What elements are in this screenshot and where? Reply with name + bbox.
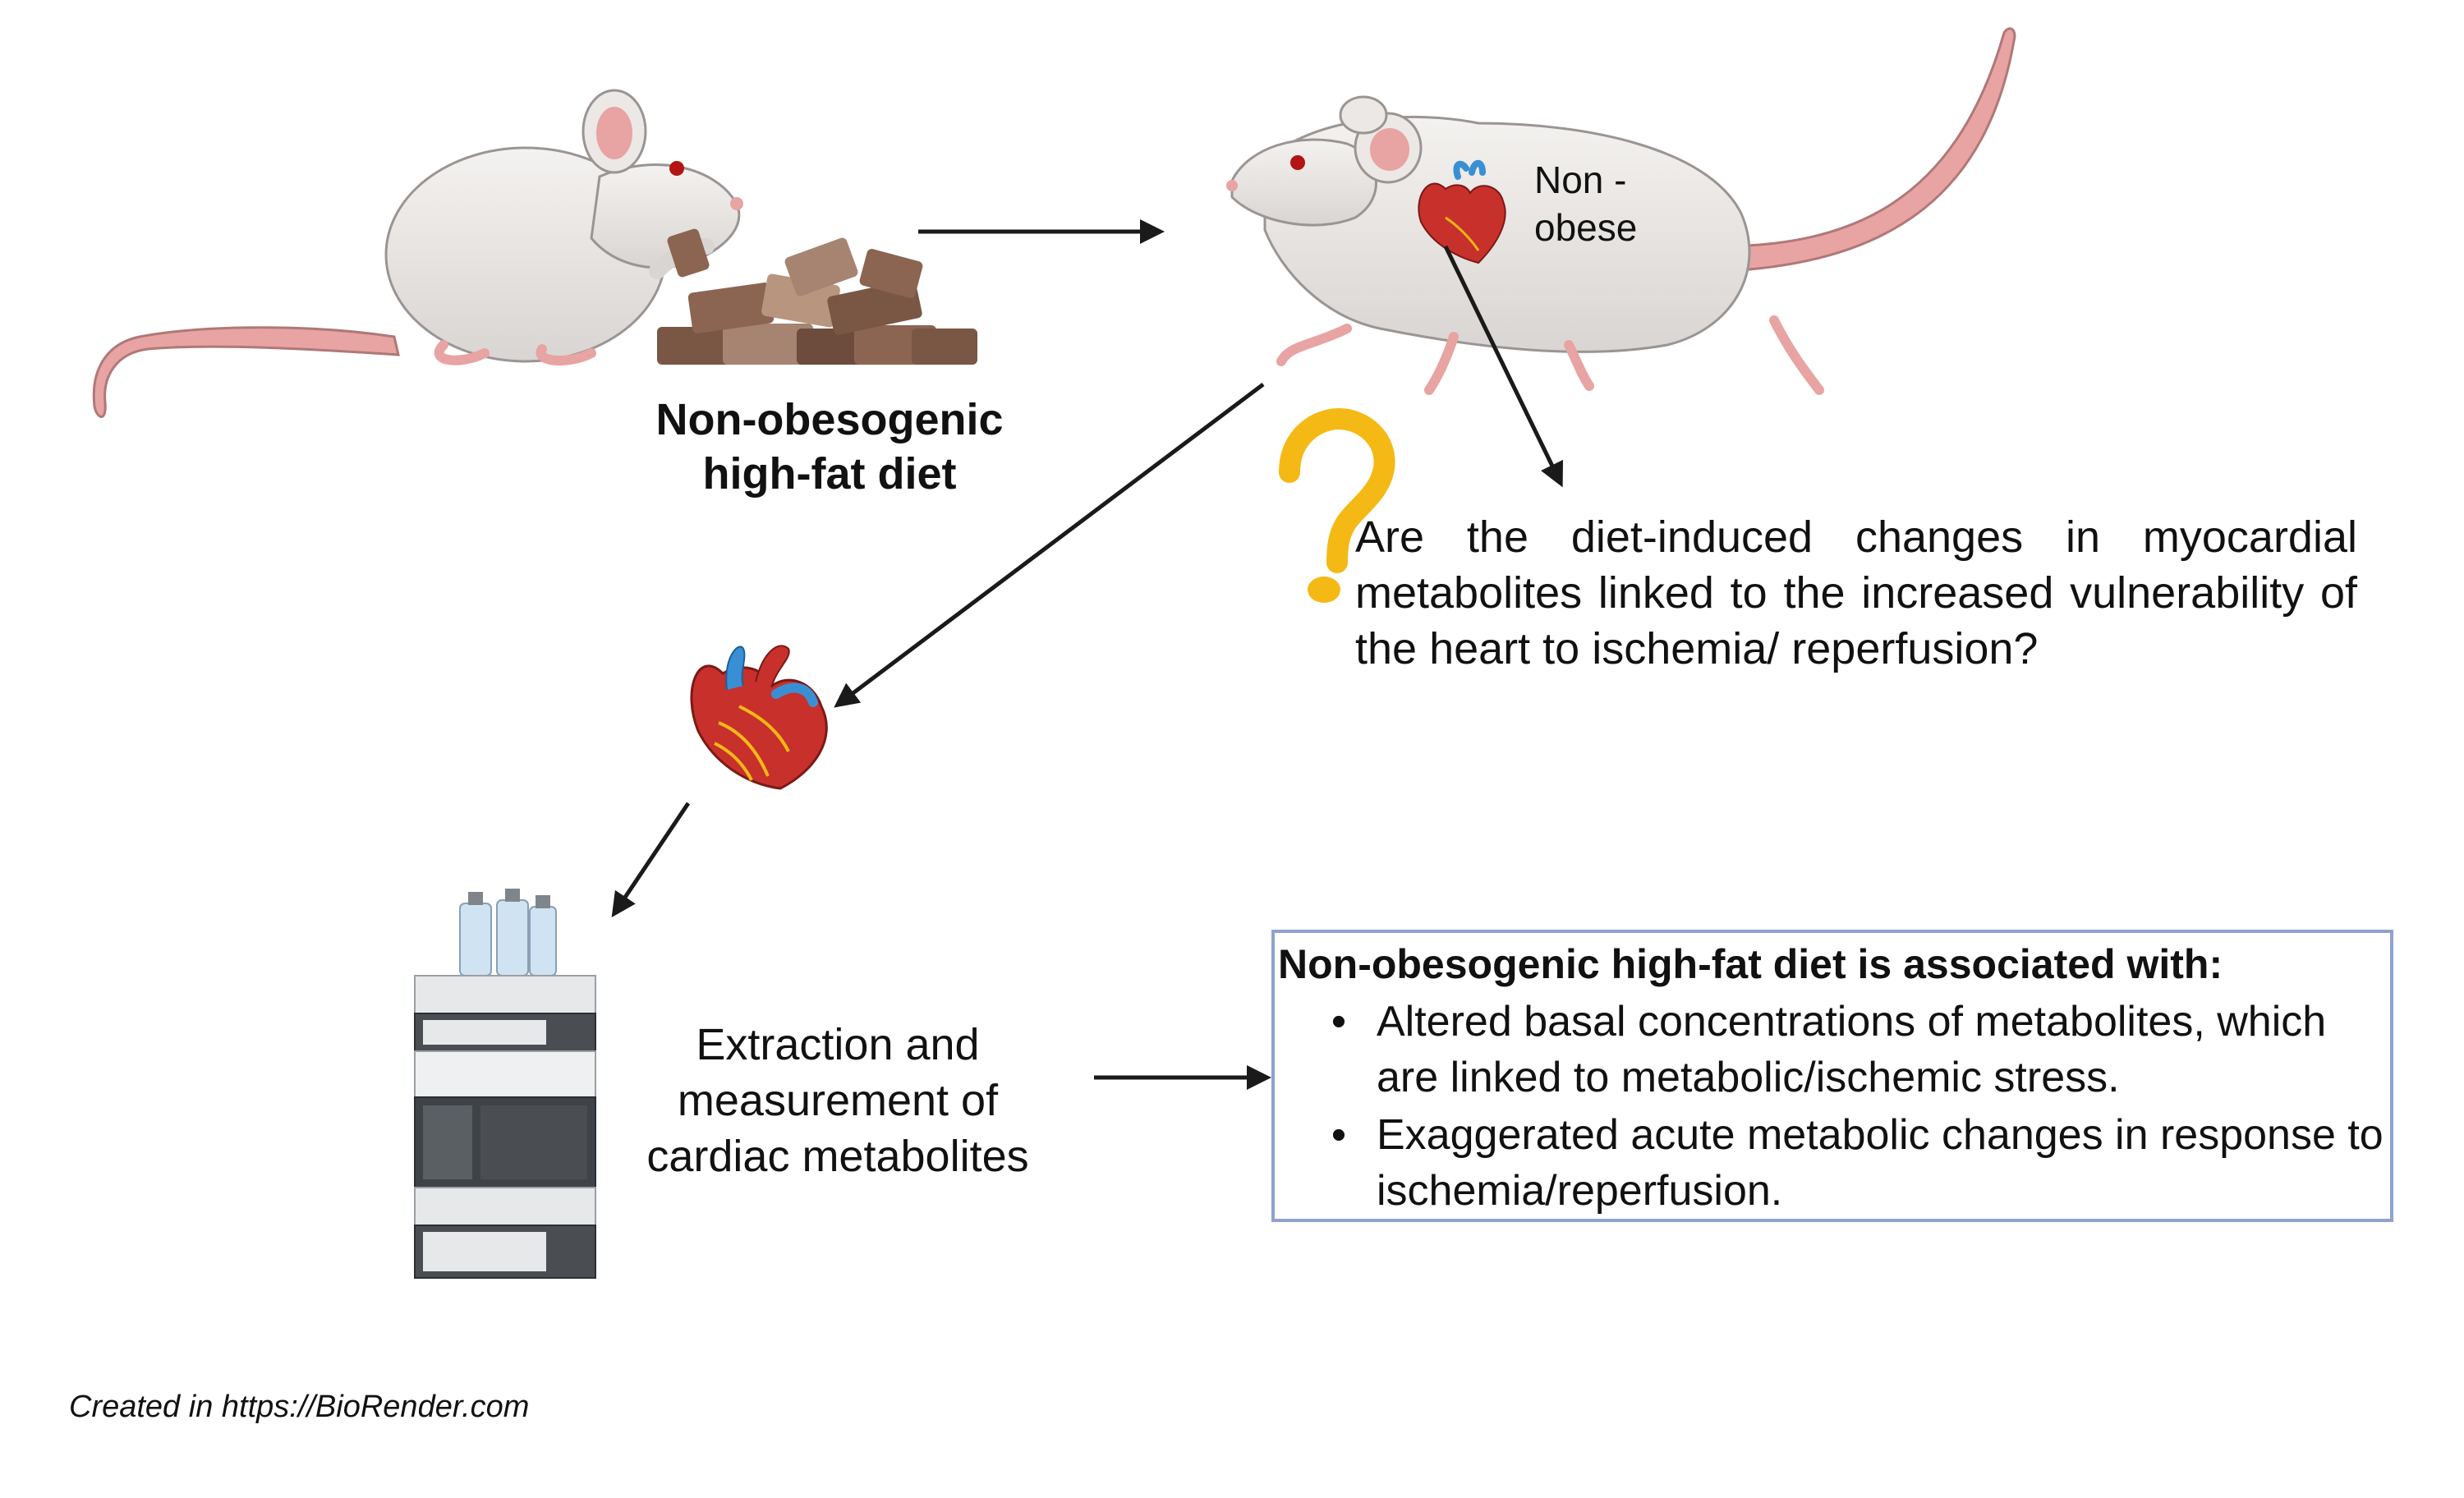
hplc-instrument-icon xyxy=(414,889,596,1279)
findings-list: • Altered basal concentrations of metabo… xyxy=(1311,994,2395,1220)
research-question: Are the diet-induced changes in myocardi… xyxy=(1355,512,2357,673)
bullet-glyph: • xyxy=(1331,998,1347,1045)
list-item: • Exaggerated acute metabolic changes in… xyxy=(1311,1107,2395,1219)
rat-walking-icon xyxy=(1226,27,2016,395)
extraction-label: Extraction and measurement of cardiac me… xyxy=(646,1020,1029,1181)
diet-label: Non-obesogenic high-fat diet xyxy=(655,395,1004,499)
rat-eating-icon xyxy=(92,89,743,418)
bullet-glyph: • xyxy=(1331,1111,1347,1159)
food-pellets-icon xyxy=(657,237,977,365)
non-obese-label: Non - obese xyxy=(1534,159,1638,249)
findings-title: Non-obesogenic high-fat diet is associat… xyxy=(1278,941,2223,987)
arrow-rat-to-heart xyxy=(834,383,1265,708)
heart-icon xyxy=(690,645,828,790)
arrow-heart-to-hplc xyxy=(611,802,691,917)
list-item: • Altered basal concentrations of metabo… xyxy=(1311,994,2395,1105)
findings-box xyxy=(1271,930,2393,1222)
finding-text: Exaggerated acute metabolic changes in r… xyxy=(1377,1111,2384,1215)
finding-text: Altered basal concentrations of metaboli… xyxy=(1377,998,2327,1101)
credit-text: Created in https://BioRender.com xyxy=(69,1390,530,1424)
heart-icon-small xyxy=(1418,159,1506,264)
arrow-heart-to-question xyxy=(1443,245,1563,488)
question-mark-icon xyxy=(1279,407,1395,603)
